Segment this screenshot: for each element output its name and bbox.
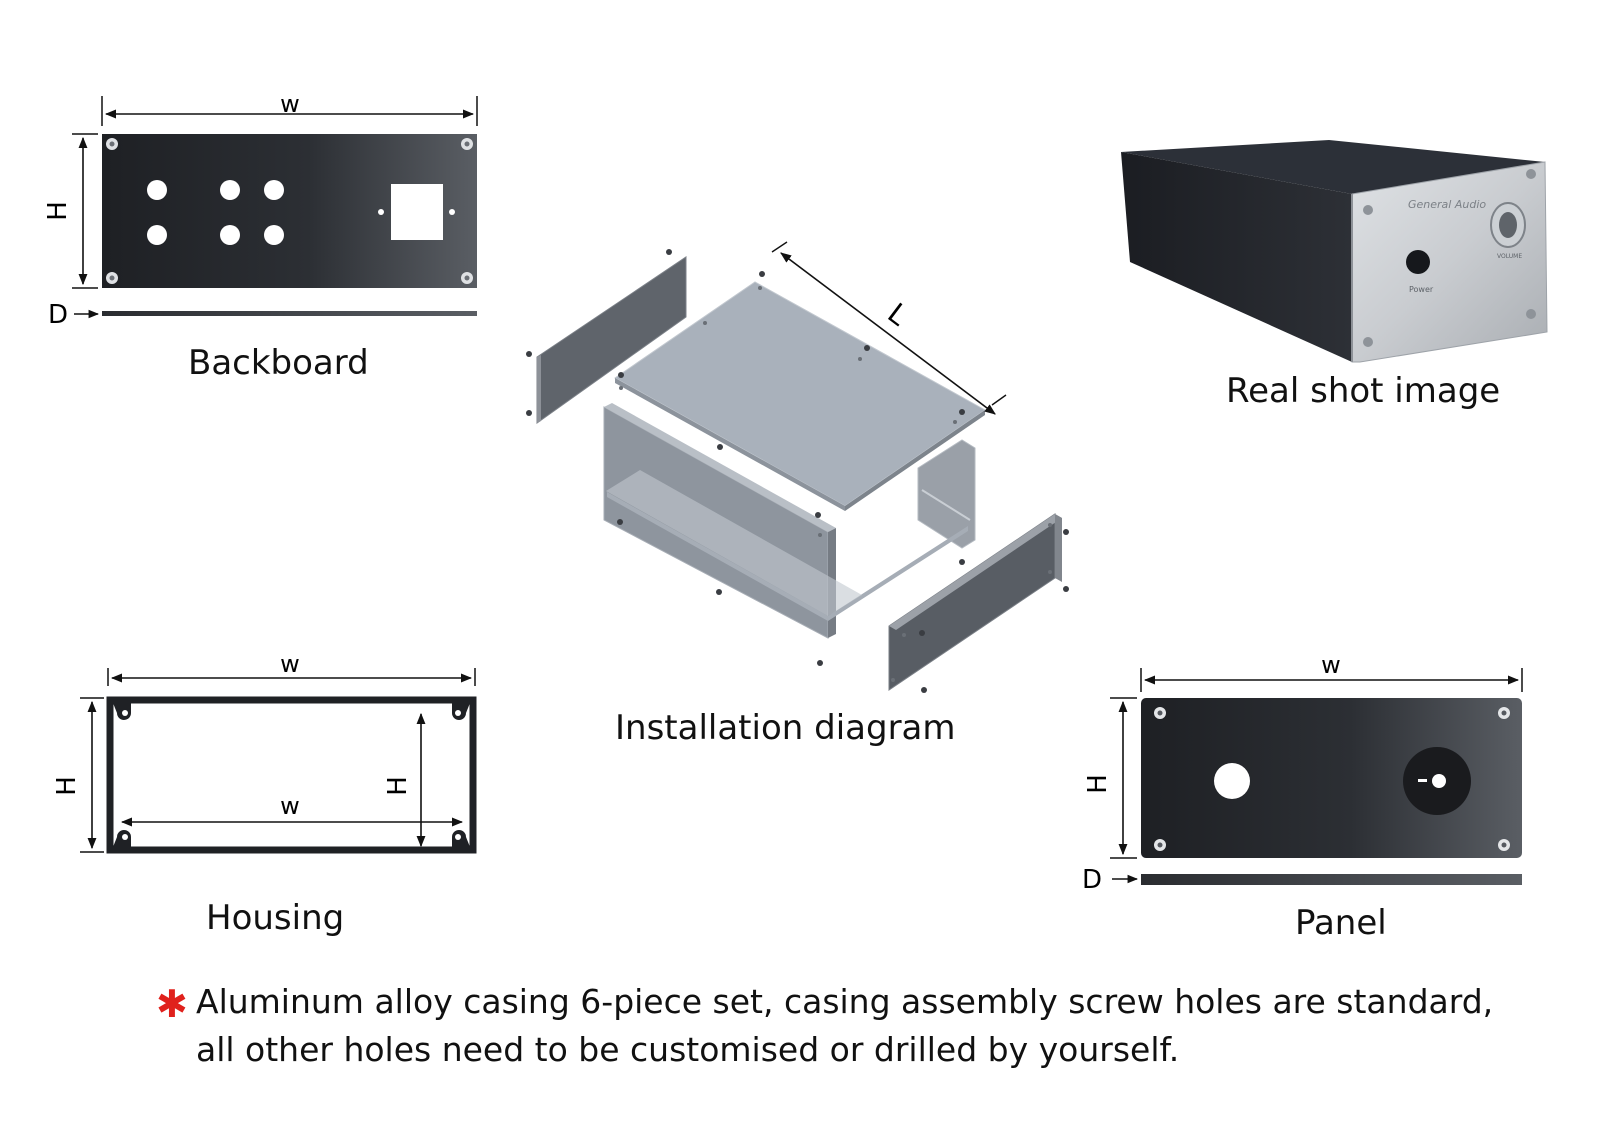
panel-thickness-bar bbox=[1141, 874, 1522, 885]
side-wall-back bbox=[917, 439, 976, 549]
product-volume-text: VOLUME bbox=[1497, 253, 1522, 260]
panel-power-hole bbox=[1214, 763, 1250, 799]
length-label: L bbox=[882, 297, 915, 333]
backboard-depth-label: D bbox=[48, 300, 68, 330]
panel-caption: Panel bbox=[1295, 903, 1387, 943]
backboard-drawing: w H D bbox=[43, 90, 478, 330]
panel-screw-holes bbox=[1154, 707, 1510, 851]
installation-caption: Installation diagram bbox=[615, 708, 956, 748]
backboard-screw-holes bbox=[106, 138, 473, 284]
backboard-thickness-bar bbox=[102, 311, 477, 316]
backboard-caption: Backboard bbox=[188, 343, 369, 383]
footnote-line-1: Aluminum alloy casing 6-piece set, casin… bbox=[196, 982, 1494, 1021]
panel-width-label: w bbox=[1321, 651, 1341, 679]
product-front-panel bbox=[1351, 161, 1548, 363]
real-shot-caption: Real shot image bbox=[1226, 371, 1501, 411]
housing-drawing: w H w H bbox=[52, 650, 477, 854]
housing-inner-height-label: H bbox=[383, 776, 413, 796]
housing-outer-width-label: w bbox=[280, 650, 300, 678]
backboard-height-label: H bbox=[43, 201, 73, 221]
backboard-width-label: w bbox=[280, 90, 300, 118]
backboard-holes bbox=[147, 180, 455, 245]
footnote: ✱ Aluminum alloy casing 6-piece set, cas… bbox=[156, 978, 1494, 1074]
length-dimension-line bbox=[780, 252, 996, 415]
panel-plate bbox=[1141, 698, 1522, 858]
panel-drawing: w H D bbox=[1082, 651, 1523, 895]
housing-caption: Housing bbox=[206, 898, 345, 938]
real-shot-product-image: General Audio Power VOLUME bbox=[1121, 140, 1548, 363]
housing-outer-height-label: H bbox=[52, 776, 82, 796]
product-brand-text: General Audio bbox=[1408, 198, 1486, 211]
installation-exploded-view: L bbox=[526, 241, 1069, 693]
asterisk-icon: ✱ bbox=[156, 982, 188, 1026]
footnote-line-2: all other holes need to be customised or… bbox=[196, 1030, 1180, 1069]
power-button-hole bbox=[1406, 250, 1430, 274]
panel-depth-label: D bbox=[1082, 865, 1102, 895]
product-power-text: Power bbox=[1409, 285, 1434, 294]
housing-frame bbox=[106, 696, 477, 854]
panel-height-label: H bbox=[1083, 774, 1113, 794]
bottom-plate bbox=[607, 492, 968, 621]
housing-inner-width-label: w bbox=[280, 792, 300, 820]
